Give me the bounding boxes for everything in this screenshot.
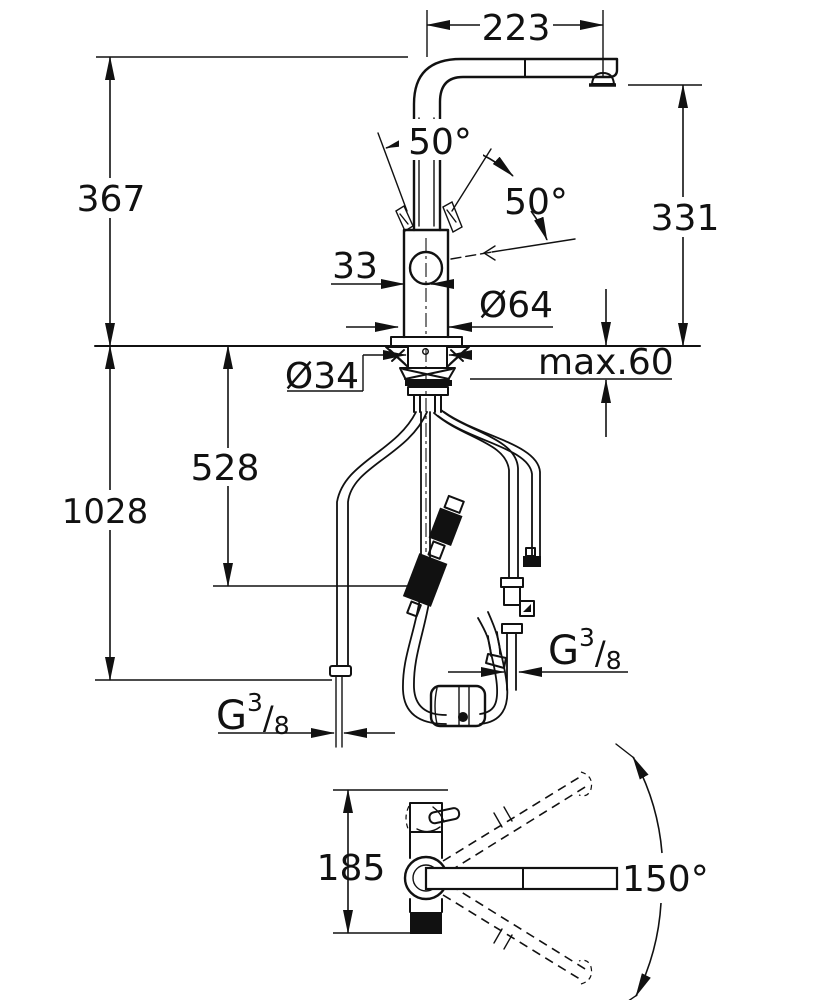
base-plate: [390, 336, 463, 347]
hoses: [329, 409, 541, 748]
pullout-hose-fitting: [329, 665, 352, 677]
dim-hose-length: 1028: [62, 492, 149, 532]
dim-hole-diameter: Ø34: [285, 356, 359, 397]
thread-label-right: G3/8: [548, 623, 622, 675]
dim-total-height: 367: [77, 179, 146, 220]
swivel-arc: [615, 743, 663, 1000]
hose-weight: [429, 684, 487, 728]
dim-handle-angle-left: 50°: [408, 122, 472, 163]
dim-max-thickness: max.60: [538, 342, 674, 383]
mounting-hardware: [385, 346, 470, 413]
dim-528: 528: [191, 448, 260, 489]
supply-hose-cap: [523, 556, 541, 567]
dim-swivel-angle: 150°: [622, 859, 709, 900]
aerator: [589, 72, 616, 87]
plan-base-black: [410, 912, 442, 934]
dim-handle-angle-right: 50°: [504, 182, 568, 223]
plan-lever-pin: [428, 807, 461, 825]
dim-spout-reach: 223: [482, 8, 551, 49]
side-view: 223 367 331 1028 528 50° 50° 33 Ø64 Ø34 …: [58, 8, 720, 748]
dim-33: 33: [332, 246, 378, 287]
lever-dashed-left: [395, 204, 414, 233]
plan-handle-box: [409, 802, 443, 833]
mounting-flange: [399, 367, 456, 381]
dim-base-diameter: Ø64: [479, 285, 553, 326]
washer: [405, 380, 452, 386]
lever-dashed-right: [442, 201, 463, 233]
mounting-nut: [407, 386, 449, 396]
hose-tee-valve: [500, 577, 535, 691]
dim-plan-depth: 185: [317, 848, 386, 889]
dim-spout-height: 331: [651, 198, 720, 239]
swivel-positions-dashed: [442, 771, 593, 985]
plan-spout: [424, 866, 619, 891]
thread-label-left: G3/8: [216, 688, 290, 740]
check-valve: [402, 494, 465, 618]
plan-view: 185 150°: [317, 743, 709, 1000]
